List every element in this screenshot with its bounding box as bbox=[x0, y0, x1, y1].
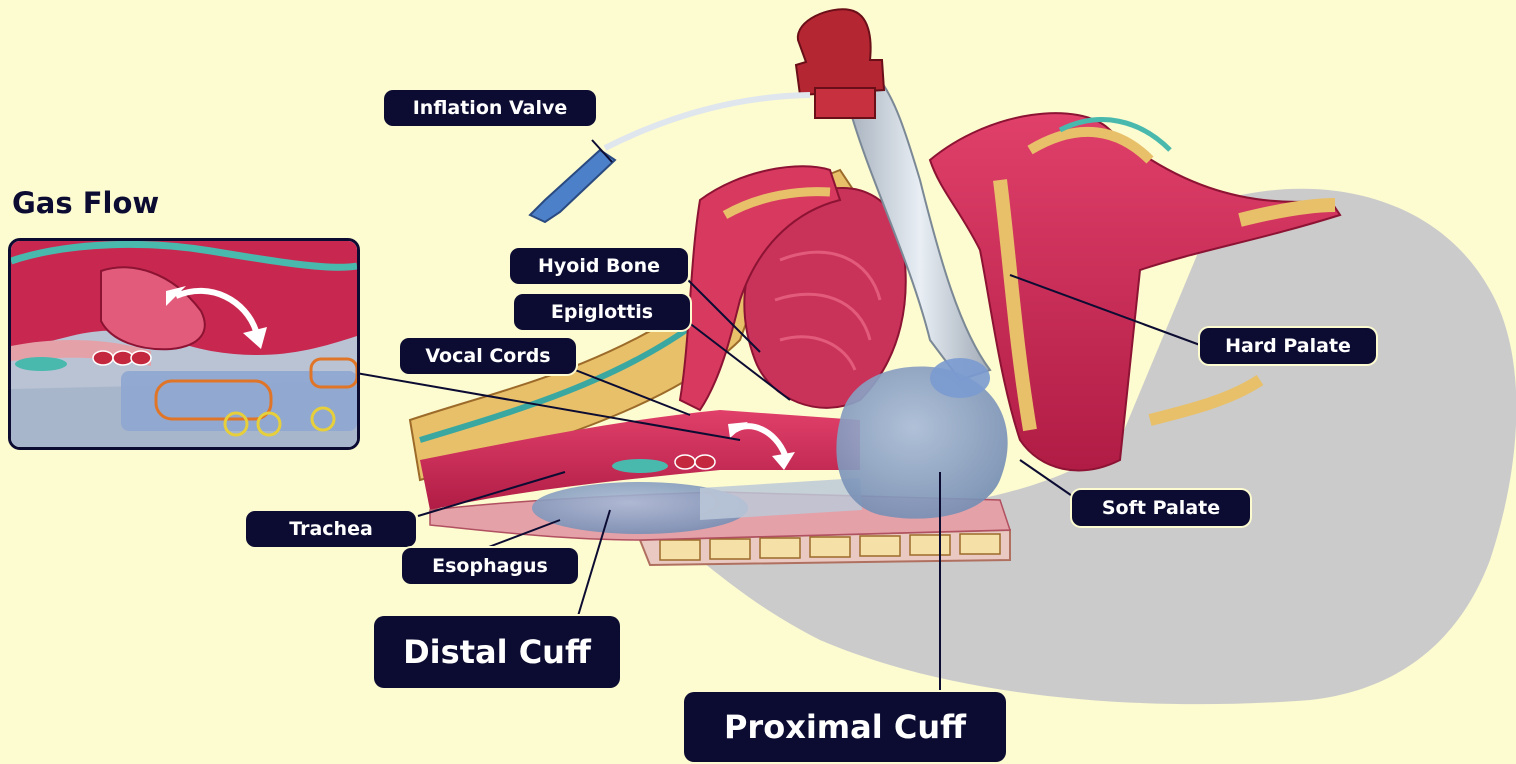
label-distal-cuff: Distal Cuff bbox=[374, 616, 620, 688]
label-epiglottis: Epiglottis bbox=[514, 294, 690, 330]
pilot-line bbox=[605, 95, 810, 148]
gas-flow-inset bbox=[8, 238, 360, 450]
gas-flow-heading: Gas Flow bbox=[12, 186, 159, 220]
label-hyoid-bone: Hyoid Bone bbox=[510, 248, 688, 284]
label-soft-palate: Soft Palate bbox=[1072, 490, 1250, 526]
label-inflation-valve: Inflation Valve bbox=[384, 90, 596, 126]
inflation-valve-bulb bbox=[530, 150, 615, 222]
label-vocal-cords: Vocal Cords bbox=[400, 338, 576, 374]
tube-connector bbox=[796, 9, 884, 95]
label-trachea: Trachea bbox=[246, 511, 416, 547]
label-hard-palate: Hard Palate bbox=[1200, 328, 1376, 364]
label-esophagus: Esophagus bbox=[402, 548, 578, 584]
gas-flow-inset-illustration bbox=[11, 241, 357, 447]
label-proximal-cuff: Proximal Cuff bbox=[684, 692, 1006, 762]
